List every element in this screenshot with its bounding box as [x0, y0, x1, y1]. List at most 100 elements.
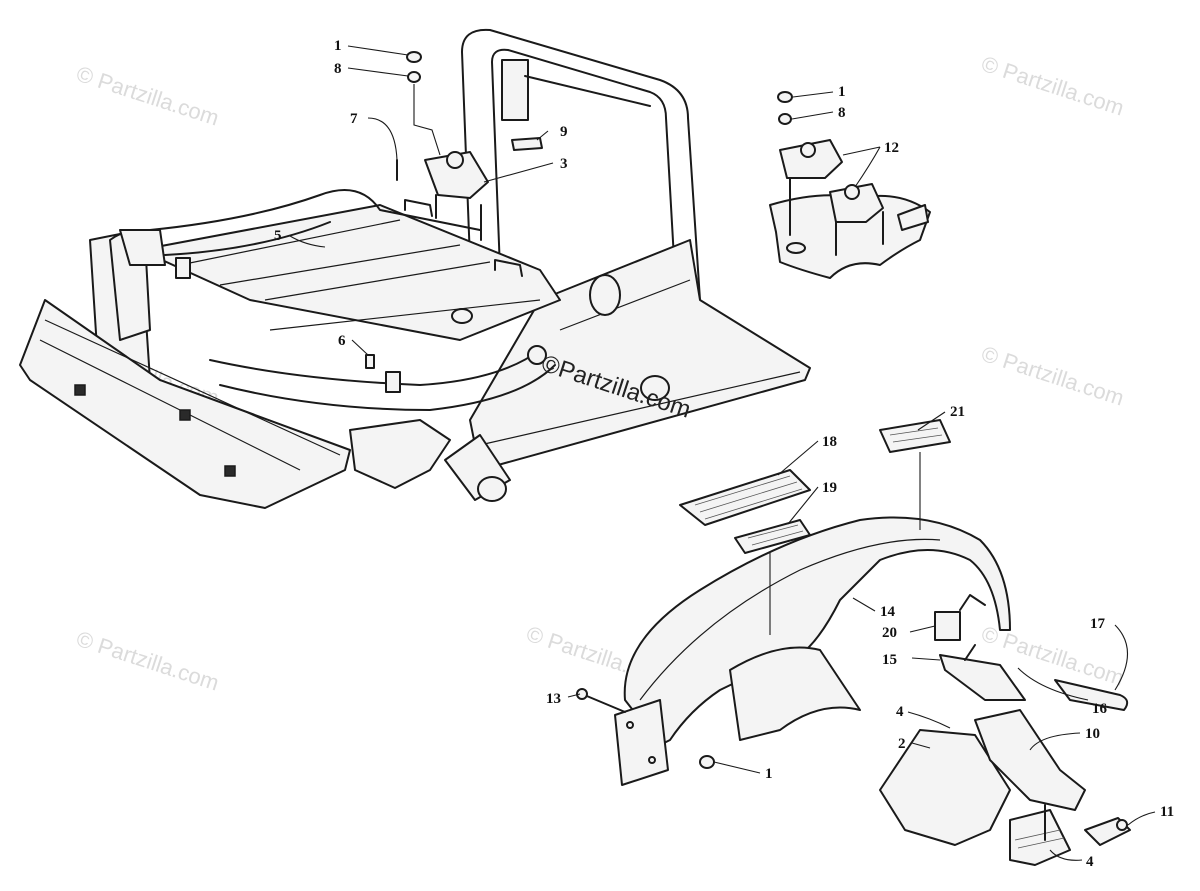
mount-block-part-3 — [424, 151, 489, 199]
leader-top-mount-link — [413, 84, 441, 156]
callout-4-top: 4 — [896, 704, 904, 720]
leader-1-right — [792, 91, 834, 98]
leader-1-top — [347, 45, 409, 56]
watermark-top-left: © Partzilla.com — [73, 61, 222, 131]
decal-18-text — [694, 475, 803, 520]
small-plate-part-9 — [511, 137, 543, 151]
callouts: 1 8 7 9 3 5 6 1 8 12 21 18 19 14 20 15 1… — [274, 38, 1174, 870]
chassis-fitting — [451, 308, 473, 324]
mount-post-rear — [385, 371, 401, 393]
mount-tube-end — [897, 204, 929, 231]
leader-4-bottom — [1049, 849, 1083, 861]
watermark-bottom-left: © Partzilla.com — [73, 626, 222, 696]
ski-runner-slot-2 — [179, 409, 191, 421]
washer-part-8-right — [778, 113, 792, 125]
plate-part-4-hatch — [1014, 829, 1065, 849]
callout-17: 17 — [1090, 616, 1106, 632]
roll-bar-brace — [524, 75, 651, 107]
plate-part-4-bottom — [1009, 809, 1071, 866]
mount-assembly-right — [769, 91, 931, 279]
fender-bracket — [614, 699, 669, 786]
ski-runner — [19, 299, 351, 509]
callout-7: 7 — [350, 111, 358, 127]
mount-block-part-12a — [779, 139, 843, 179]
callout-20: 20 — [882, 625, 897, 641]
front-support-plate — [119, 229, 166, 266]
fender-clips — [959, 594, 986, 661]
chassis-lower-hole — [640, 375, 670, 401]
leader-2 — [911, 742, 931, 749]
fender-crease — [639, 538, 941, 701]
leader-5 — [289, 235, 326, 248]
callout-13: 13 — [546, 691, 561, 707]
fender-inner-flap — [729, 646, 861, 741]
leader-4-top — [907, 711, 951, 729]
rod-part-17 — [1054, 679, 1129, 711]
roll-bar — [461, 28, 701, 301]
callout-15: 15 — [882, 652, 897, 668]
callout-6: 6 — [338, 333, 346, 349]
callout-19: 19 — [822, 480, 837, 496]
floor-handle-2 — [494, 259, 523, 277]
callout-12: 12 — [884, 140, 899, 156]
leader-7 — [367, 117, 398, 161]
block-part-20 — [934, 611, 961, 641]
leader-10 — [1029, 732, 1081, 751]
fender-bracket-hole-2 — [648, 756, 656, 764]
axle-tube-end — [477, 476, 507, 502]
callout-2: 2 — [898, 736, 906, 752]
watermark-mid-right: © Partzilla.com — [978, 341, 1127, 411]
roll-bar-upright — [501, 59, 529, 121]
floor-handle-1 — [404, 199, 433, 217]
callout-1-top: 1 — [334, 38, 342, 54]
leader-19 — [787, 486, 819, 525]
ski-runner-slot-3 — [224, 465, 236, 477]
mount-cap-12b — [844, 184, 860, 200]
washer-part-8-top — [407, 71, 421, 83]
chassis-floor-lines — [179, 219, 541, 331]
callout-8-top: 8 — [334, 61, 342, 77]
decal-19-text — [747, 524, 804, 546]
leader-9 — [536, 130, 549, 141]
bracket-part-15 — [939, 654, 1026, 701]
leader-3 — [483, 162, 554, 183]
leader-20 — [909, 625, 936, 633]
callout-8-right: 8 — [838, 105, 846, 121]
rear-mount-bracket — [349, 419, 451, 489]
rear-fender-assembly — [576, 516, 1129, 786]
leader-14 — [852, 597, 876, 612]
mount-base-hole — [786, 242, 806, 254]
leader-18 — [777, 440, 819, 476]
leader-13 — [567, 693, 581, 698]
mount-block-cap — [446, 151, 464, 169]
callout-3: 3 — [560, 156, 568, 172]
bracket-part-10 — [974, 709, 1086, 811]
leader-16 — [1017, 667, 1089, 701]
leader-8-right — [791, 111, 834, 120]
clip-part-11-eye — [1116, 819, 1128, 831]
lower-bracket-assembly — [879, 709, 1131, 866]
callout-11: 11 — [1160, 804, 1174, 820]
nut-part-1-bottom — [699, 755, 715, 769]
chassis-right-panel-rivets — [479, 279, 801, 446]
chassis-port-hole — [589, 274, 621, 316]
leader-8-top — [347, 67, 409, 77]
fender-bracket-hole-1 — [626, 721, 634, 729]
leader-6 — [351, 339, 369, 356]
chassis-bolt-part-6 — [365, 354, 375, 369]
ski-runner-lines — [39, 319, 341, 471]
bolt-part-13 — [581, 693, 626, 713]
leader-1-bottom — [713, 761, 761, 774]
frame-tube — [149, 189, 481, 256]
callout-5: 5 — [274, 228, 282, 244]
watermark-top-right: © Partzilla.com — [978, 51, 1127, 121]
nut-part-1-right — [777, 91, 793, 103]
chassis-assembly — [19, 28, 811, 509]
lower-frame-tube — [209, 349, 556, 411]
chassis-floor — [139, 204, 561, 341]
decal-part-21 — [879, 419, 951, 453]
callout-4-bottom: 4 — [1086, 854, 1094, 870]
bolt-part-13-head — [576, 688, 588, 700]
ski-runner-slot-1 — [74, 384, 86, 396]
